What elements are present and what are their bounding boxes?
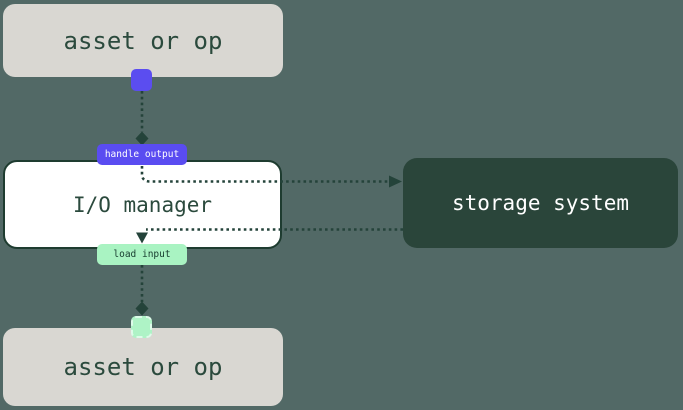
output-port-square bbox=[131, 69, 152, 91]
badge-load-input: load input bbox=[97, 244, 187, 265]
diamond-arrowhead-icon bbox=[135, 301, 149, 316]
badge-load-input-label: load input bbox=[113, 249, 171, 260]
input-port-square bbox=[131, 316, 152, 338]
node-asset-or-op-top: asset or op bbox=[3, 4, 283, 77]
node-storage-system: storage system bbox=[403, 158, 678, 248]
node-io-manager: I/O manager bbox=[3, 160, 282, 249]
node-io-manager-label: I/O manager bbox=[72, 192, 213, 217]
node-asset-or-op-bottom-label: asset or op bbox=[63, 353, 223, 381]
badge-handle-output-label: handle output bbox=[104, 149, 180, 160]
badge-handle-output: handle output bbox=[97, 144, 187, 165]
node-storage-system-label: storage system bbox=[451, 191, 629, 215]
node-asset-or-op-bottom: asset or op bbox=[3, 328, 283, 406]
arrow-right-icon bbox=[389, 175, 402, 188]
node-asset-or-op-top-label: asset or op bbox=[63, 26, 223, 55]
